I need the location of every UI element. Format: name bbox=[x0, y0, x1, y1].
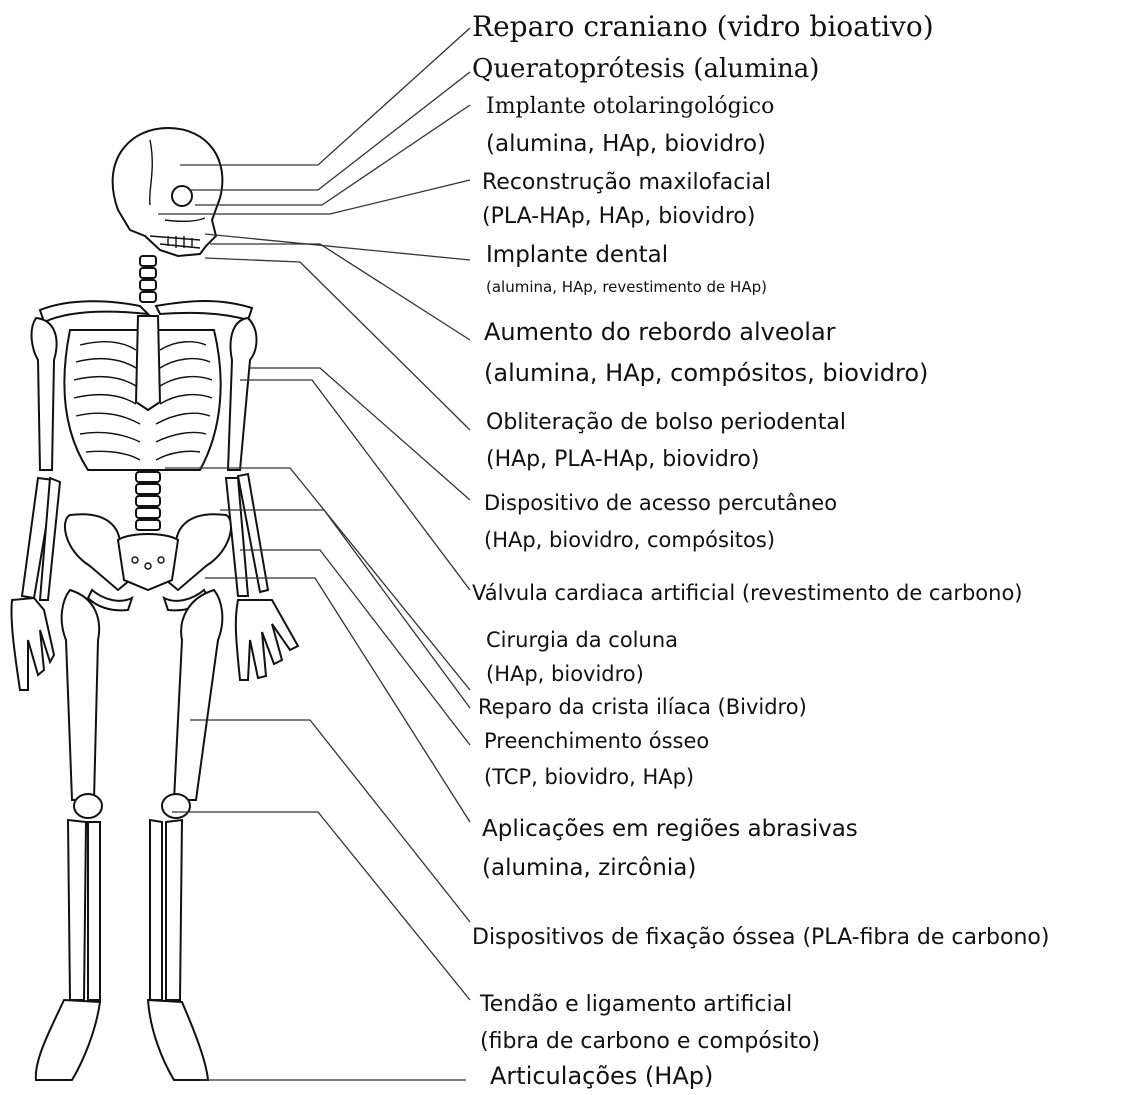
label-implante-dental-materials: (alumina, HAp, revestimento de HAp) bbox=[486, 280, 767, 295]
skull bbox=[113, 128, 223, 256]
label-obliteracao-title: Obliteração de bolso periodental bbox=[486, 412, 846, 434]
label-cirurgia-materials: (HAp, biovidro) bbox=[486, 664, 644, 685]
label-aplicacoes-title: Aplicações em regiões abrasivas bbox=[482, 818, 858, 841]
label-aumento-title: Aumento do rebordo alveolar bbox=[484, 320, 836, 344]
label-preenchimento-materials: (TCP, biovidro, HAp) bbox=[484, 767, 694, 788]
cervical-spine bbox=[140, 256, 156, 302]
label-reparo-crista: Reparo da crista ilíaca (Bividro) bbox=[478, 697, 807, 718]
label-tendao-title: Tendão e ligamento artificial bbox=[480, 994, 792, 1016]
left-arm bbox=[11, 318, 60, 690]
label-fixacao: Dispositivos de fixação óssea (PLA-fibra… bbox=[472, 927, 1049, 949]
right-leg bbox=[148, 590, 222, 1080]
label-aumento-materials: (alumina, HAp, compósitos, biovidro) bbox=[484, 361, 928, 385]
label-articulacoes: Articulações (HAp) bbox=[490, 1064, 713, 1088]
label-dispositivo-acesso-materials: (HAp, biovidro, compósitos) bbox=[484, 530, 775, 551]
label-implante-oto-title: Implante otolaringológico bbox=[486, 96, 774, 118]
label-preenchimento-title: Preenchimento ósseo bbox=[484, 731, 709, 752]
label-dispositivo-acesso-title: Dispositivo de acesso percutâneo bbox=[484, 493, 837, 514]
label-cirurgia-title: Cirurgia da coluna bbox=[486, 630, 678, 651]
label-implante-oto-materials: (alumina, HAp, biovidro) bbox=[486, 133, 766, 156]
label-implante-dental-title: Implante dental bbox=[486, 244, 668, 267]
lumbar-spine bbox=[136, 472, 160, 530]
label-valvula: Válvula cardiaca artificial (revestiment… bbox=[472, 583, 1023, 604]
label-queratoprotesis: Queratoprótesis (alumina) bbox=[472, 56, 819, 82]
right-arm bbox=[226, 318, 298, 680]
label-tendao-materials: (fibra de carbono e compósito) bbox=[480, 1031, 820, 1053]
left-leg bbox=[36, 590, 102, 1080]
ribcage bbox=[64, 316, 220, 470]
label-aplicacoes-materials: (alumina, zircônia) bbox=[482, 857, 696, 880]
label-obliteracao-materials: (HAp, PLA-HAp, biovidro) bbox=[486, 449, 759, 471]
label-reparo-craniano: Reparo craniano (vidro bioativo) bbox=[472, 13, 934, 41]
label-reconstrucao-title: Reconstrução maxilofacial bbox=[482, 172, 771, 194]
label-reconstrucao-materials: (PLA-HAp, HAp, biovidro) bbox=[482, 206, 755, 228]
